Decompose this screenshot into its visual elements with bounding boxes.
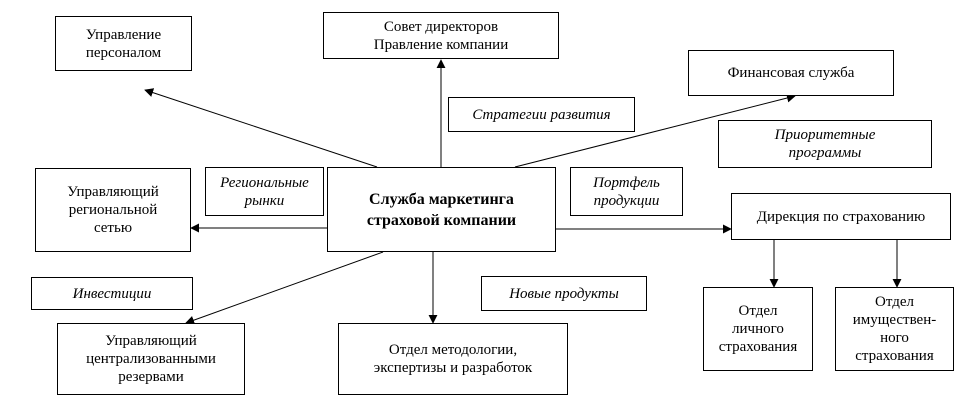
personnel-management-box: Управление персоналом xyxy=(55,16,192,71)
methodology-department-box: Отдел методологии, экспертизы и разработ… xyxy=(338,323,568,395)
arrow-to-personnel xyxy=(144,88,378,168)
label-new-products: Новые продукты xyxy=(481,276,647,311)
marketing-service-box: Служба маркетинга страховой компании xyxy=(327,167,556,252)
regional-network-manager-box: Управляющий региональной сетью xyxy=(35,168,191,252)
label-product-portfolio: Портфель продукции xyxy=(570,167,683,216)
label-investments: Инвестиции xyxy=(31,277,193,310)
board-of-directors-box: Совет директоров Правление компании xyxy=(323,12,559,59)
arrow-to-finance xyxy=(514,93,796,168)
label-priority-programs: Приоритетные программы xyxy=(718,120,932,168)
arrow-to-reserves-manager xyxy=(185,251,384,325)
property-insurance-department-box: Отдел имуществен- ного страхования xyxy=(835,287,954,371)
personal-insurance-department-box: Отдел личного страхования xyxy=(703,287,813,371)
insurance-directorate-box: Дирекция по страхованию xyxy=(731,193,951,240)
finance-service-box: Финансовая служба xyxy=(688,50,894,96)
reserves-manager-box: Управляющий централизованными резервами xyxy=(57,323,245,395)
label-regional-markets: Региональные рынки xyxy=(205,167,324,216)
label-development-strategies: Стратегии развития xyxy=(448,97,635,132)
